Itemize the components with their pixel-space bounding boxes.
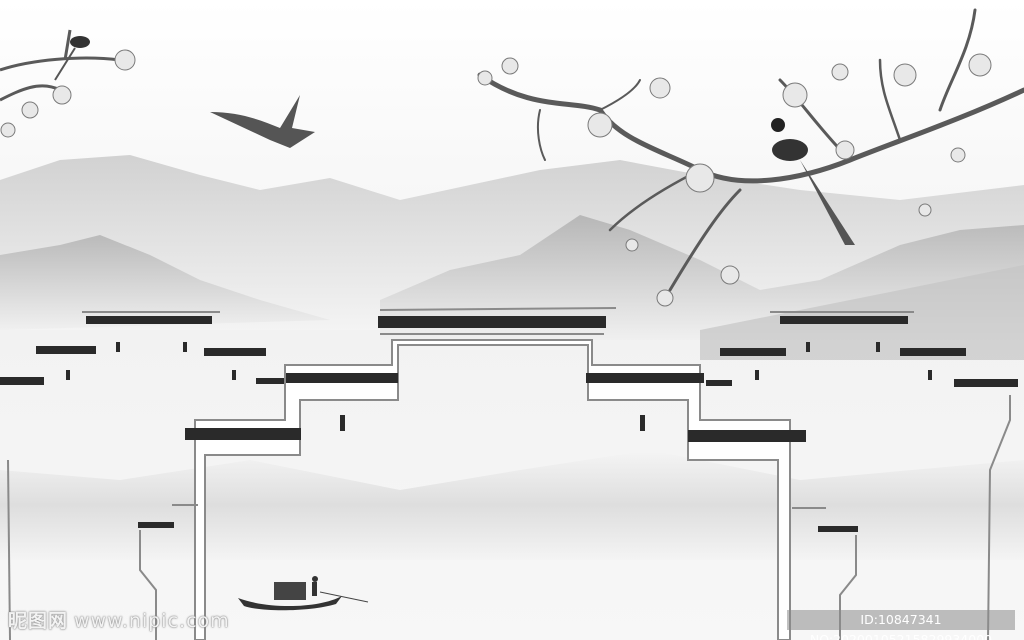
huizhou-buildings	[0, 307, 1018, 640]
boat	[238, 576, 369, 611]
water-reflection	[0, 450, 1024, 560]
nipic-logo: 昵图网	[8, 610, 69, 632]
bird-small	[54, 36, 90, 81]
bird-perched	[771, 118, 855, 245]
bird-flying	[210, 95, 315, 148]
image-id-watermark: ID:10847341 NO:20200105215829934000	[787, 610, 1015, 640]
roof-center	[378, 316, 606, 328]
site-url: www.nipic.com	[74, 610, 230, 632]
magnolia-branch-left	[0, 29, 136, 138]
magnolia-flowers	[477, 53, 992, 307]
distant-mountains	[0, 155, 1024, 360]
